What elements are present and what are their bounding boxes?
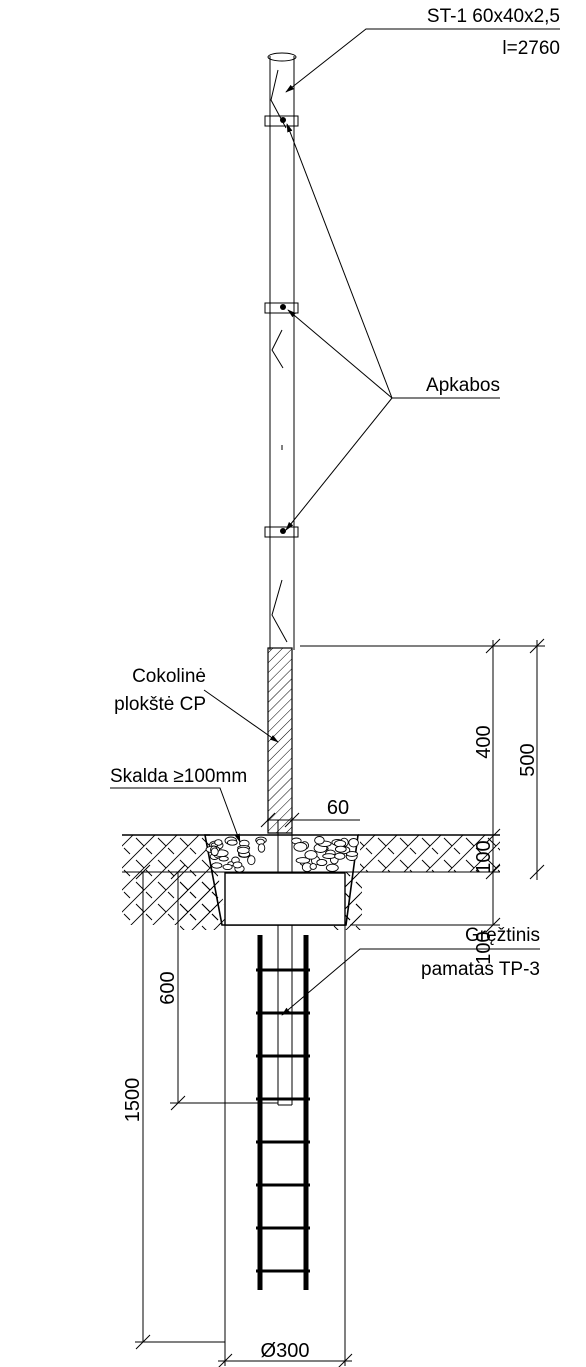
- dim-base-depth: 100: [473, 931, 495, 964]
- plinth-label-line2: plokštė CP: [114, 694, 206, 715]
- clamps-label: Apkabos: [426, 375, 500, 396]
- dim-post-embed: 600: [157, 971, 179, 1004]
- footing-pad: [224, 872, 346, 926]
- gravel-stone: [232, 861, 243, 869]
- gravel-stone: [257, 843, 266, 853]
- gravel-layer: [204, 834, 359, 926]
- steel-post: [267, 52, 297, 1106]
- gravel-stone: [293, 842, 308, 852]
- pile-label-line2: pamatas TP-3: [421, 959, 540, 980]
- bored-pile: [224, 925, 346, 1342]
- gravel-stone: [211, 862, 223, 869]
- dim-pile-depth: 1500: [122, 1078, 144, 1123]
- dim-plinth-height: 400: [473, 725, 495, 758]
- gravel-stone: [309, 863, 317, 870]
- clamp-bottom: [264, 526, 299, 538]
- gravel-stone: [247, 855, 256, 866]
- gravel-stone: [304, 850, 318, 860]
- plinth-label-line1: Cokolinė: [132, 666, 206, 687]
- dim-gravel-depth: 100: [473, 840, 495, 873]
- gravel-stone: [316, 858, 328, 867]
- gravel-stone: [314, 836, 325, 845]
- gravel-stone: [222, 863, 233, 871]
- dimension-lines: [135, 638, 545, 1367]
- post-length-label: l=2760: [502, 38, 560, 59]
- gravel-stone: [322, 853, 336, 859]
- gravel-stone: [334, 852, 346, 860]
- plinth-plate: [267, 647, 293, 834]
- gravel-label: Skalda ≥100mm: [110, 766, 247, 787]
- gravel-stone: [346, 851, 359, 857]
- dim-plinth-thickness: 60: [327, 797, 349, 819]
- dim-plinth-total: 500: [517, 743, 539, 776]
- gravel-stones: [205, 836, 359, 873]
- post-profile-label: ST-1 60x40x2,5: [427, 6, 560, 27]
- gravel-stone: [295, 857, 311, 864]
- gravel-stone: [210, 847, 219, 856]
- gravel-stone: [348, 838, 359, 848]
- gravel-stone: [214, 839, 223, 846]
- pile-label-line1: Gręžtinis: [465, 925, 540, 946]
- gravel-stone: [334, 845, 347, 853]
- clamp-top: [264, 115, 299, 127]
- gravel-stone: [218, 855, 229, 862]
- rebar-stirrups: [256, 968, 310, 1273]
- leader-lines: [110, 28, 560, 1016]
- gravel-stone: [226, 839, 238, 846]
- gravel-stone: [325, 863, 339, 872]
- clamp-middle: [264, 302, 299, 314]
- dim-pile-diameter: Ø300: [261, 1340, 310, 1362]
- gravel-stone: [236, 846, 250, 855]
